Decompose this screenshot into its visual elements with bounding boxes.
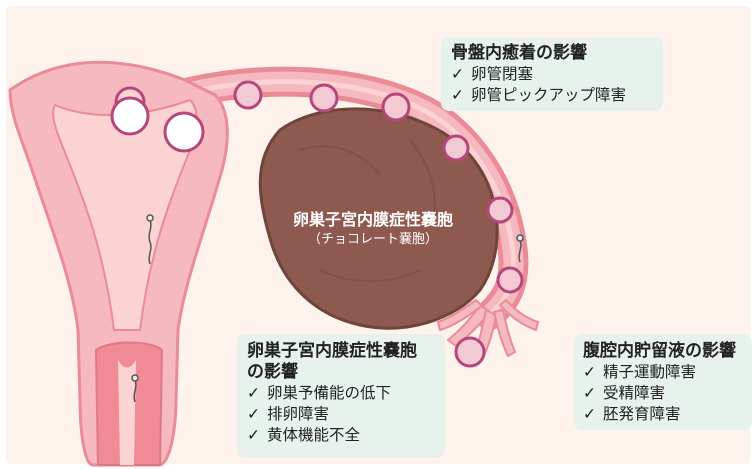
callout-peritoneal-fluid: 腹腔内貯留液の影響 ✓精子運動障害 ✓受精障害 ✓胚発育障害	[574, 334, 752, 430]
list-item: ✓受精障害	[583, 383, 743, 404]
list-item: ✓精子運動障害	[583, 362, 743, 383]
check-icon: ✓	[247, 425, 267, 446]
list-item: ✓胚発育障害	[583, 404, 743, 425]
callout-ovarian-cyst-effects: 卵巣子宮内膜症性嚢胞の影響 ✓卵巣予備能の低下 ✓排卵障害 ✓黄体機能不全	[237, 334, 445, 458]
list-item: ✓黄体機能不全	[247, 425, 435, 446]
check-icon: ✓	[247, 404, 267, 425]
callout-title: 卵巣子宮内膜症性嚢胞の影響	[247, 341, 435, 383]
list-item: ✓排卵障害	[247, 404, 435, 425]
list-item: ✓卵管閉塞	[451, 64, 653, 85]
list-item: ✓卵巣予備能の低下	[247, 383, 435, 404]
list-item: ✓卵管ピックアップ障害	[451, 85, 653, 106]
callout-title: 腹腔内貯留液の影響	[583, 341, 743, 362]
check-icon: ✓	[583, 362, 603, 383]
callout-list: ✓精子運動障害 ✓受精障害 ✓胚発育障害	[583, 362, 743, 425]
check-icon: ✓	[583, 383, 603, 404]
check-icon: ✓	[451, 64, 471, 85]
callout-pelvic-adhesion: 骨盤内癒着の影響 ✓卵管閉塞 ✓卵管ピックアップ障害	[441, 37, 663, 111]
check-icon: ✓	[247, 383, 267, 404]
callout-list: ✓卵巣予備能の低下 ✓排卵障害 ✓黄体機能不全	[247, 383, 435, 446]
callout-list: ✓卵管閉塞 ✓卵管ピックアップ障害	[451, 64, 653, 106]
cyst-sublabel: （チョコレート嚢胞）	[268, 228, 478, 247]
cyst-label: 卵巣子宮内膜症性嚢胞	[268, 206, 478, 230]
check-icon: ✓	[583, 404, 603, 425]
callout-title: 骨盤内癒着の影響	[451, 43, 653, 64]
check-icon: ✓	[451, 85, 471, 106]
